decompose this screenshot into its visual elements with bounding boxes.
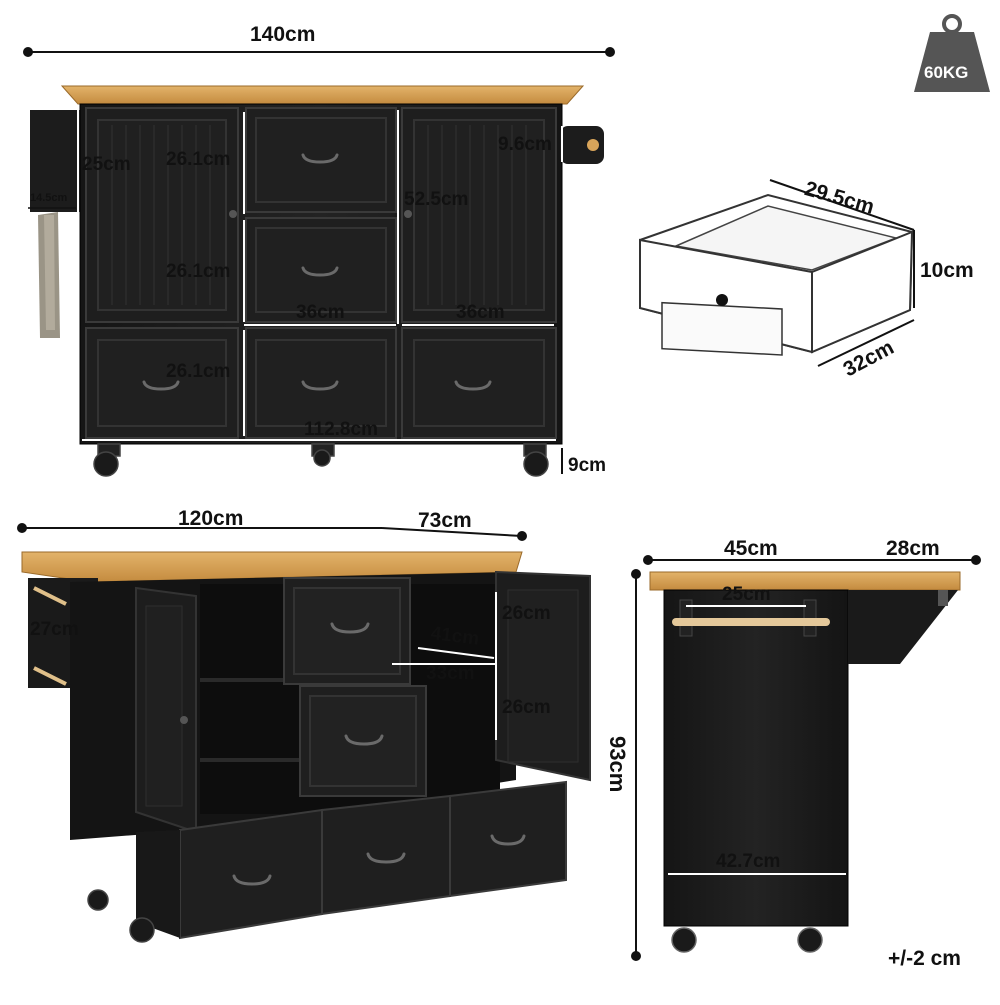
total-width-label: 140cm [250,23,316,46]
drawer-detail-height-label: 10cm [920,259,974,282]
side-leaf-label: 28cm [886,537,940,560]
open-extension-label: 73cm [418,509,472,532]
door-height-label: 52.5cm [404,189,469,210]
side-view [631,555,981,961]
open-view [17,523,591,943]
drawer-upper-height-label: 26.1cm [166,149,231,170]
drawer-lower-height-label: 26.1cm [166,361,231,382]
drawer-width-left-label: 36cm [296,302,345,323]
drawer-width-right-label: 36cm [456,302,505,323]
cabinet-width-label: 112.8cm [304,419,378,440]
open-upper-shelf-label: 26cm [502,603,551,624]
tolerance-label: +/-2 cm [888,947,961,970]
caster-wheel-icon [93,443,549,477]
side-depth-label: 45cm [724,537,778,560]
open-inner-width-label: 33cm [426,663,475,684]
front-view [23,47,615,477]
open-towel-rack-label: 27cm [30,619,79,640]
wheel-height-label: 9cm [568,455,607,476]
weight-label: 60KG [924,63,969,82]
towel-rack-width-label: 14.5cm [30,192,68,204]
drawer-handle-icon [142,153,492,391]
side-height-label: 93cm [605,736,630,793]
drawer-mid-height-label: 26.1cm [166,261,231,282]
drawer-detail-view [639,179,915,367]
open-lower-shelf-label: 26cm [502,697,551,718]
open-top-width-label: 120cm [178,507,244,530]
side-base-width-label: 42.7cm [716,851,781,872]
hook-width-label: 9.6cm [498,134,552,155]
side-handle-label: 25cm [722,584,771,605]
cabinet-height-label: 25cm [82,154,131,175]
weight-icon [914,14,990,92]
